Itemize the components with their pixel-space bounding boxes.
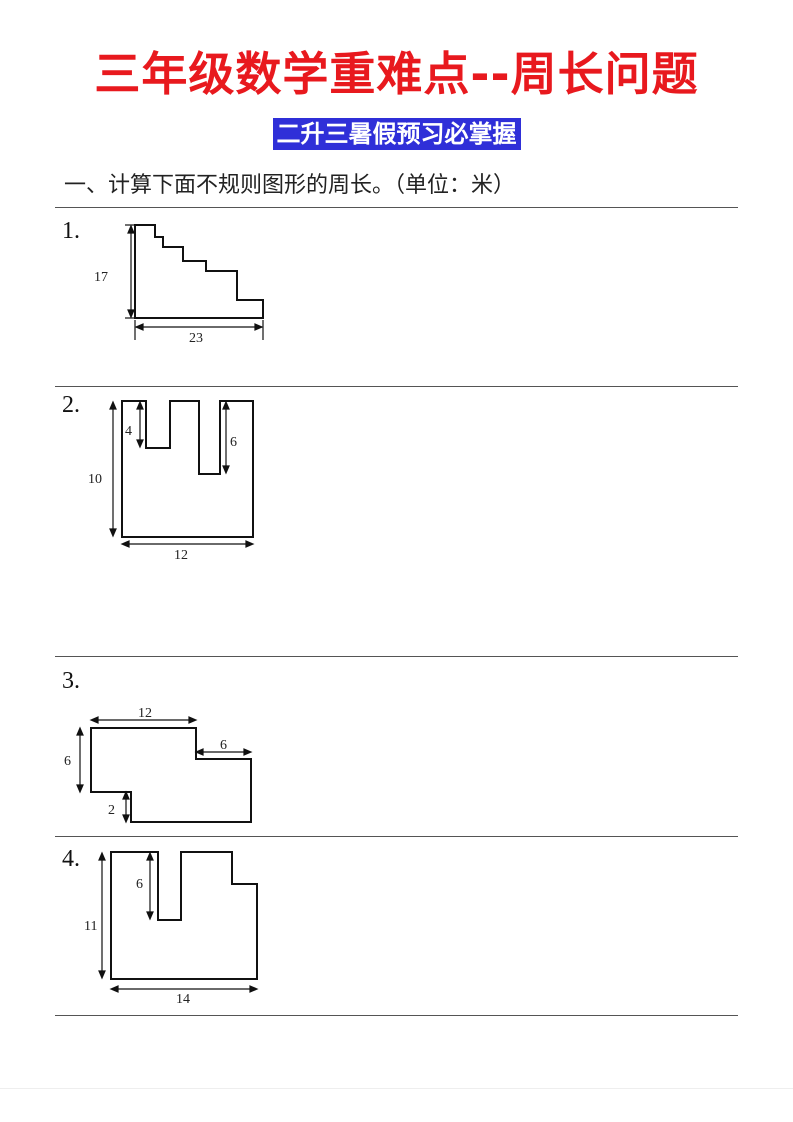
subtitle-banner: 二升三暑假预习必掌握 bbox=[0, 118, 793, 150]
page-title: 三年级数学重难点--周长问题 bbox=[94, 47, 699, 101]
divider bbox=[55, 656, 738, 657]
label-height: 17 bbox=[94, 270, 108, 285]
notched-shape bbox=[110, 851, 258, 980]
section-heading: 一、计算下面不规则图形的周长。（单位：米） bbox=[64, 173, 516, 198]
question-number: 4. bbox=[62, 846, 80, 872]
divider bbox=[55, 386, 738, 387]
label-notch-right: 6 bbox=[230, 435, 237, 450]
page-edge bbox=[0, 1088, 793, 1089]
label-height: 6 bbox=[64, 754, 71, 769]
question-number: 3. bbox=[62, 668, 80, 694]
notched-rectangle-shape bbox=[121, 400, 254, 538]
staircase-shape bbox=[134, 224, 264, 319]
label-width: 23 bbox=[189, 331, 203, 346]
figure-1-staircase: 17 23 bbox=[94, 224, 264, 346]
label-notch-left: 4 bbox=[125, 424, 132, 439]
label-width: 14 bbox=[176, 992, 190, 1007]
figure-3-step-shape: 12 6 6 2 bbox=[64, 706, 253, 824]
label-notch: 6 bbox=[136, 877, 143, 892]
label-height: 10 bbox=[88, 472, 102, 487]
figure-4-notched-shape: 6 11 14 bbox=[84, 851, 259, 1007]
subtitle: 二升三暑假预习必掌握 bbox=[272, 118, 521, 150]
label-step: 6 bbox=[220, 738, 227, 753]
question-number: 1. bbox=[62, 218, 80, 244]
label-width: 12 bbox=[174, 548, 188, 563]
step-shape bbox=[90, 727, 252, 823]
divider bbox=[55, 1015, 738, 1016]
question-number: 2. bbox=[62, 392, 80, 418]
label-height: 11 bbox=[84, 919, 97, 934]
figure-2-notched-rectangle: 4 6 10 12 bbox=[88, 400, 255, 563]
label-small: 2 bbox=[108, 803, 115, 818]
divider bbox=[55, 836, 738, 837]
divider bbox=[55, 207, 738, 208]
label-top: 12 bbox=[138, 706, 152, 721]
